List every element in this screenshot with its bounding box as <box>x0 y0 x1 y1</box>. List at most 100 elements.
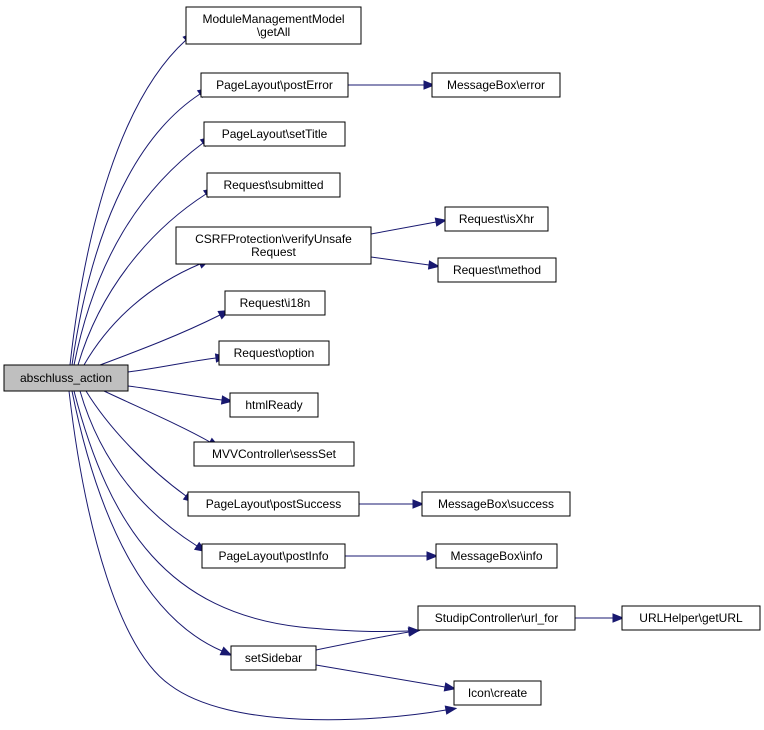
edge-n19-n20 <box>315 664 457 692</box>
node-root[interactable]: abschluss_action <box>3 364 129 392</box>
edge-line <box>77 193 207 366</box>
node-label: MVVController\sessSet <box>212 447 337 461</box>
node-n16[interactable]: MessageBox\info <box>435 543 558 569</box>
node-box <box>431 72 561 98</box>
node-label: MessageBox\error <box>447 78 545 92</box>
edge-line <box>85 390 187 497</box>
node-box <box>224 290 326 316</box>
arrowhead-icon <box>407 627 421 637</box>
edge-root-n1 <box>69 32 195 366</box>
edge-line <box>71 390 223 652</box>
node-n17[interactable]: StudipController\url_for <box>417 605 576 631</box>
edge-n17-n18 <box>575 613 625 623</box>
node-box <box>218 340 330 366</box>
node-box <box>435 543 558 569</box>
edge-root-n11 <box>127 385 234 405</box>
node-label: abschluss_action <box>20 371 112 385</box>
node-box <box>444 206 549 232</box>
node-n11[interactable]: htmlReady <box>229 392 319 418</box>
node-n13[interactable]: PageLayout\postSuccess <box>187 491 360 517</box>
node-n5[interactable]: Request\submitted <box>206 172 341 198</box>
node-box <box>3 364 129 392</box>
node-box <box>185 6 362 45</box>
nodes-layer: abschluss_action ModuleManagementModel\ge… <box>3 6 761 706</box>
edge-line <box>370 256 430 266</box>
node-label: PageLayout\setTitle <box>222 127 328 141</box>
node-box <box>187 491 360 517</box>
node-n12[interactable]: MVVController\sessSet <box>193 441 355 467</box>
edge-line <box>68 390 447 721</box>
edge-n6-n8 <box>370 256 441 270</box>
node-label: PageLayout\postSuccess <box>206 497 341 511</box>
arrowhead-icon <box>426 551 439 561</box>
node-label: Icon\create <box>468 686 528 700</box>
arrowhead-icon <box>220 395 234 405</box>
edge-line <box>103 390 211 443</box>
node-label: ModuleManagementModel <box>202 12 344 26</box>
node-label: CSRFProtection\verifyUnsafe <box>195 232 352 246</box>
node-box <box>453 680 542 706</box>
node-label: PageLayout\postError <box>216 78 333 92</box>
node-label: URLHelper\getURL <box>639 611 743 625</box>
node-n3[interactable]: MessageBox\error <box>431 72 561 98</box>
node-label: Request\i18n <box>240 296 311 310</box>
arrowhead-icon <box>427 260 441 270</box>
edge-root-n5 <box>77 187 216 366</box>
edge-line <box>315 631 410 651</box>
node-box <box>193 441 355 467</box>
edge-root-n15 <box>79 390 207 553</box>
node-n18[interactable]: URLHelper\getURL <box>621 605 761 631</box>
node-label: setSidebar <box>245 651 302 665</box>
node-n9[interactable]: Request\i18n <box>224 290 326 316</box>
node-n7[interactable]: Request\isXhr <box>444 206 549 232</box>
edge-root-n10 <box>127 353 228 373</box>
node-n2[interactable]: PageLayout\postError <box>200 72 349 98</box>
node-box <box>230 645 317 671</box>
node-n20[interactable]: Icon\create <box>453 680 542 706</box>
edge-line <box>73 142 204 366</box>
node-label: StudipController\url_for <box>435 611 558 625</box>
edge-line <box>127 385 223 401</box>
node-box <box>229 392 319 418</box>
node-box <box>206 172 341 198</box>
node-label: htmlReady <box>245 398 302 412</box>
node-box <box>621 605 761 631</box>
node-label: Request\option <box>234 346 315 360</box>
node-n4[interactable]: PageLayout\setTitle <box>203 121 346 147</box>
arrowhead-icon <box>219 646 233 656</box>
edge-root-n19 <box>71 390 233 656</box>
node-n8[interactable]: Request\method <box>437 257 557 283</box>
node-n14[interactable]: MessageBox\success <box>421 491 571 517</box>
edge-root-n6 <box>83 259 211 366</box>
arrowhead-icon <box>412 499 425 509</box>
edge-line <box>99 314 221 366</box>
arrowhead-icon <box>434 217 448 227</box>
edge-line <box>315 664 446 688</box>
node-label: Request\submitted <box>223 178 323 192</box>
node-n1[interactable]: ModuleManagementModel\getAll <box>185 6 362 45</box>
edge-line <box>69 39 187 366</box>
edge-n6-n7 <box>370 217 448 235</box>
node-box <box>200 72 349 98</box>
node-n10[interactable]: Request\option <box>218 340 330 366</box>
edge-line <box>79 390 198 547</box>
edge-root-n12 <box>103 390 220 448</box>
node-box <box>437 257 557 283</box>
arrowhead-icon <box>612 613 625 623</box>
arrowhead-icon <box>443 682 457 692</box>
node-box <box>175 226 372 265</box>
node-box <box>201 543 346 569</box>
node-label: MessageBox\info <box>450 549 542 563</box>
node-box <box>421 491 571 517</box>
edge-line <box>71 93 201 366</box>
node-label: Request\isXhr <box>459 212 534 226</box>
edge-line <box>73 390 410 633</box>
node-n15[interactable]: PageLayout\postInfo <box>201 543 346 569</box>
node-label: MessageBox\success <box>438 497 554 511</box>
node-n19[interactable]: setSidebar <box>230 645 317 671</box>
edge-n13-n14 <box>359 499 425 509</box>
arrowhead-icon <box>444 705 458 715</box>
node-label: Request\method <box>453 263 541 277</box>
arrowhead-icon <box>423 80 436 90</box>
